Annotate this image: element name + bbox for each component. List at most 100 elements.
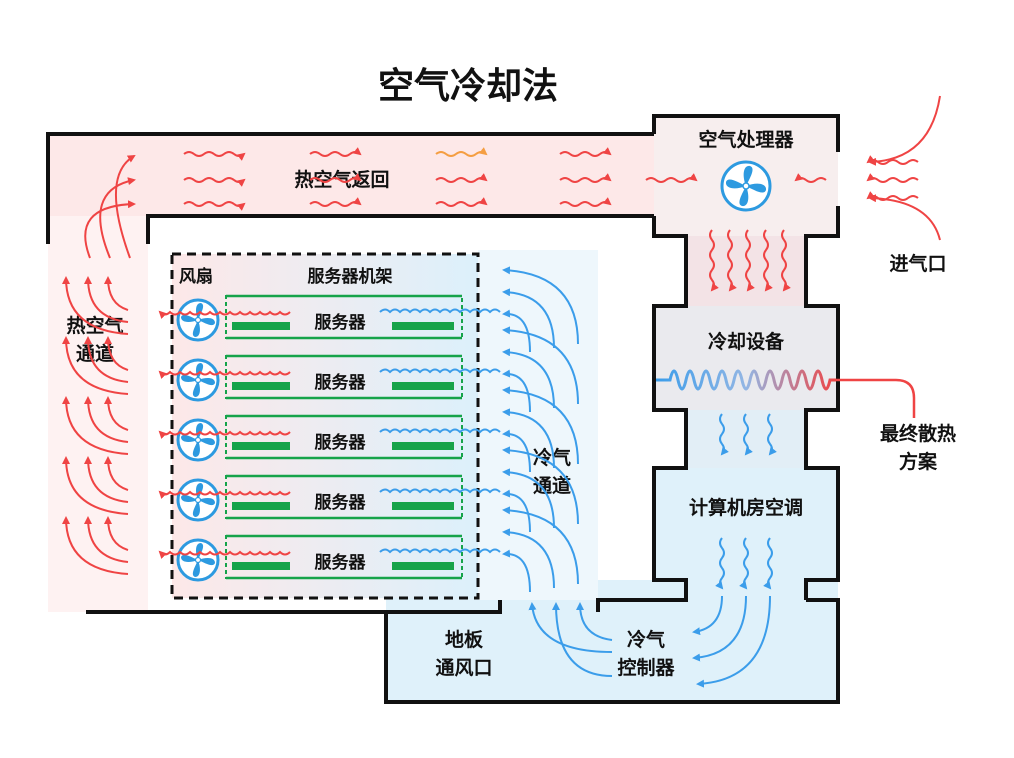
cold-aisle-arrow: [502, 429, 531, 473]
hot-aisle-arrow: [62, 396, 129, 455]
cold-aisle-arrow: [502, 468, 555, 529]
page-title: 空气冷却法: [378, 66, 558, 107]
server-row: 服务器: [158, 534, 501, 582]
server-bar-right: [392, 442, 454, 450]
server-bar-left: [232, 562, 290, 570]
cooling-equipment-label: 冷却设备: [708, 330, 785, 353]
server-bar-right: [392, 382, 454, 390]
hot-aisle-arrow: [84, 456, 129, 503]
hot-aisle-arrow: [104, 276, 129, 311]
cold-controller-label-line1: 冷气: [627, 628, 665, 651]
fan-icon: [176, 538, 220, 582]
server-row: 服务器: [158, 294, 501, 342]
controller-curve-arrow: [692, 595, 723, 636]
fan-icon: [176, 478, 220, 522]
hot-air-wave: [158, 430, 291, 440]
return-corner-arrow: [99, 177, 136, 259]
airflow-arrows: [62, 95, 941, 688]
hot-return-arrow: [559, 173, 612, 183]
to-crac-arrow: [743, 413, 753, 456]
cold-aisle-arrow: [502, 528, 555, 589]
controller-curve-arrow: [692, 595, 747, 662]
intake-arrow: [794, 173, 827, 183]
server-bar-left: [232, 442, 290, 450]
floor-vent-label-line1: 地板: [445, 628, 484, 651]
cold-controller-label-line2: 控制器: [617, 656, 675, 679]
to-cooling-arrow: [763, 229, 773, 292]
hot-aisle-arrow: [84, 516, 129, 563]
hot-aisle-arrow: [84, 396, 129, 443]
cooling-coil: [656, 369, 836, 391]
crac-out-arrow: [763, 537, 773, 590]
hot-aisle-label-line2: 通道: [76, 342, 114, 365]
hot-return-arrow: [309, 197, 362, 207]
hot-aisle-label-line1: 热空气: [66, 314, 123, 337]
to-crac-arrow: [767, 413, 777, 456]
hot-aisle-arrow: [104, 456, 129, 491]
server-row: 服务器: [158, 354, 501, 402]
heat-rejection-line: [836, 378, 916, 418]
cold-aisle-arrow: [502, 266, 579, 345]
server-bar-right: [392, 322, 454, 330]
cold-air-wave: [379, 428, 501, 434]
air-intake-label: 进气口: [889, 252, 946, 275]
crac-out-arrow: [715, 537, 725, 590]
hot-return-arrow: [309, 147, 362, 157]
hot-aisle-arrow: [84, 276, 129, 323]
hot-aisle-arrow: [62, 516, 129, 575]
hot-air-wave: [158, 370, 291, 380]
hot-return-arrow: [183, 201, 246, 211]
air-handler-fan-icon: [720, 160, 772, 212]
hot-return-arrow: [183, 151, 246, 161]
controller-curve-arrow: [696, 595, 771, 688]
cold-aisle-arrow: [502, 326, 579, 405]
cold-aisle-arrow: [502, 288, 555, 349]
fan-label: 风扇: [179, 266, 213, 287]
hot-return-arrow: [309, 173, 362, 183]
hot-return-arrow: [435, 147, 488, 157]
server-bar-left: [232, 502, 290, 510]
server-rack: [170, 252, 480, 600]
to-crac-arrow: [719, 413, 729, 456]
hot-return-arrow: [435, 197, 488, 207]
fan-icon: [176, 418, 220, 462]
server-row: 服务器: [158, 474, 501, 522]
to-cooling-arrow: [745, 229, 755, 292]
cold-aisle-arrow: [502, 348, 555, 409]
hot-return-arrow: [559, 147, 612, 157]
cold-air-wave: [379, 488, 501, 494]
return-corner-arrow: [114, 154, 136, 259]
cold-aisle-arrow: [502, 446, 579, 525]
hot-return-arrow: [645, 173, 698, 183]
air-handler-label: 空气处理器: [698, 128, 794, 151]
cold-aisle-arrow: [502, 309, 531, 353]
vent-curve-arrow: [528, 602, 613, 653]
server-rack-label: 服务器机架: [308, 266, 393, 287]
hot-aisle-arrow: [62, 456, 129, 515]
cold-aisle-arrow: [502, 386, 579, 465]
hot-aisle-arrow: [104, 336, 129, 371]
cold-aisle-arrow: [502, 408, 555, 469]
hot-aisle-arrow: [62, 276, 129, 335]
duct-walls: [46, 114, 840, 704]
hot-return-arrow: [559, 197, 612, 207]
hot-air-wave: [158, 310, 291, 320]
cold-aisle-arrow: [502, 489, 531, 533]
fan-icon: [176, 298, 220, 342]
cold-air-wave: [379, 368, 501, 374]
cold-aisle-arrow: [502, 549, 531, 593]
cold-air-wave: [379, 308, 501, 314]
vent-curve-arrow: [576, 602, 613, 641]
cold-aisle-label-line2: 通道: [533, 474, 571, 497]
cold-aisle-arrow: [502, 369, 531, 413]
heat-rejection-label-line1: 最终散热: [880, 422, 956, 445]
hot-air-wave: [158, 550, 291, 560]
server-label: 服务器: [315, 492, 367, 513]
server-bar-right: [392, 562, 454, 570]
cold-air-wave: [379, 548, 501, 554]
intake-curve-arrow: [868, 194, 941, 241]
server-label: 服务器: [315, 552, 367, 573]
server-row: 服务器: [158, 414, 501, 462]
